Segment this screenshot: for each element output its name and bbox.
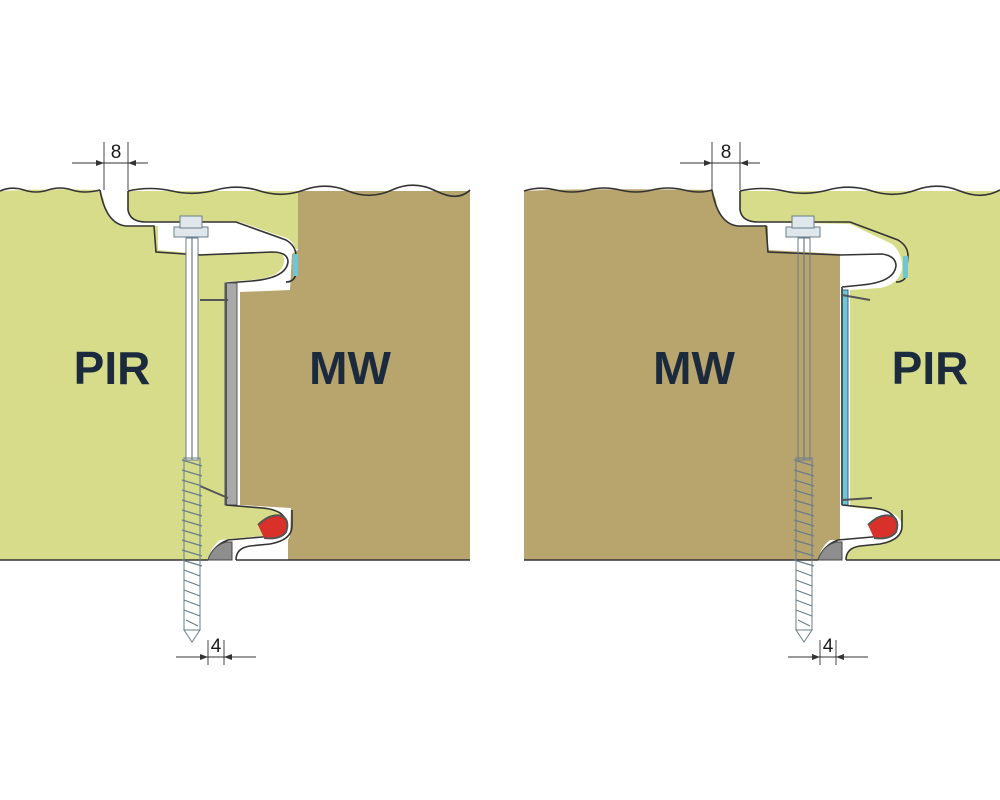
right-red-seal-outline [867,514,899,540]
right-bottom-dimension: 4 [788,636,868,665]
right-pir-core [740,191,1000,560]
left-bottom-gasket [207,541,233,561]
right-dim-bottom-label: 4 [823,636,834,657]
left-joint-detail: 8 4 PIR MW [0,142,471,665]
left-top-dimension: 8 [72,142,148,190]
right-top-tongue [739,191,909,283]
right-bottom-gasket [817,541,843,561]
right-blue-seal [903,256,908,278]
right-skin-line [841,287,873,505]
left-mw-core [240,191,470,560]
right-dim-top-label: 8 [721,142,732,163]
right-mw-core [524,189,840,560]
left-top-edge [0,184,471,198]
left-skin-line [199,283,229,505]
left-top-groove [99,189,289,284]
left-top-pir-strip [128,191,300,250]
right-red-seal [868,515,898,539]
left-blue-seal [293,254,298,276]
left-bottom-dimension: 4 [176,636,256,665]
right-top-dimension: 8 [680,142,760,190]
left-top-tongue [127,191,297,283]
right-core-label-left: MW [653,342,735,394]
left-fastener [173,215,209,643]
left-core-label-right: MW [309,342,391,394]
right-core-label-right: PIR [892,342,969,394]
left-bottom-tongue [235,510,293,561]
left-red-seal-outline [257,514,289,540]
left-pir-core [0,189,285,560]
right-fastener [785,215,821,643]
right-top-groove [711,189,897,288]
left-red-seal [258,515,288,539]
left-dim-bottom-label: 4 [211,636,222,657]
right-joint-detail: 8 4 MW PIR [523,142,1000,665]
left-dim-top-label: 8 [111,142,122,163]
left-core-label-left: PIR [74,342,151,394]
right-top-edge [523,185,1000,197]
right-bottom-tongue [845,510,903,561]
